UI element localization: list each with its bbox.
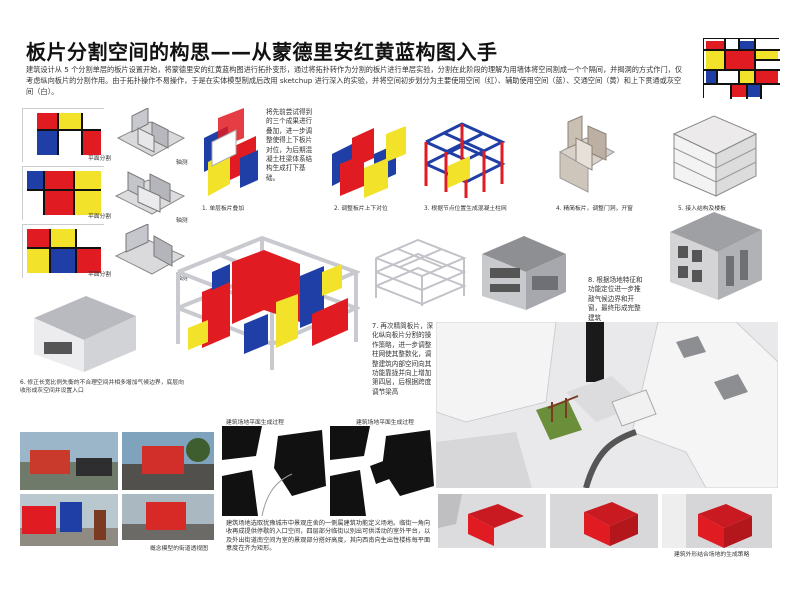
site-plan-diagram-1 xyxy=(222,426,326,516)
rendered-building-gray xyxy=(478,230,570,312)
site-aerial-render xyxy=(436,322,778,488)
plan-composition-2 xyxy=(22,166,105,221)
axon-model-2 xyxy=(108,166,192,224)
tag-plan-3: 平面分割 xyxy=(88,272,112,278)
street-photo-1 xyxy=(20,432,118,490)
street-photo-4 xyxy=(122,494,214,540)
step3-caption: 3. 根据节点位置生成混凝土柱网 xyxy=(424,206,507,212)
step6-white-model xyxy=(30,292,140,374)
street-photo-2 xyxy=(122,432,214,490)
tag-plan-2: 平面分割 xyxy=(88,214,112,220)
step5-caption: 5. 接入结构及楼板 xyxy=(678,206,726,212)
axon-model-1 xyxy=(108,108,192,166)
tag-axon-1: 轴测 xyxy=(176,160,188,166)
tag-axon-3: 轴测 xyxy=(176,276,188,282)
step7-note: 7. 再次精简板片，深化纵向板片分割的操作策略，进一步调整柱网使其整数化，调整建… xyxy=(372,322,434,396)
step3-column-grid xyxy=(418,112,510,200)
site-plan-caption-2: 建筑场地平面生成过程 xyxy=(356,420,414,426)
step4-caption: 4. 精简板片，调整门洞，开窗 xyxy=(556,206,633,212)
photo-caption: 概念模型的街道透视图 xyxy=(150,546,208,552)
final-building-model xyxy=(666,206,766,302)
axon-model-3 xyxy=(108,224,192,282)
mondrian-reference-image xyxy=(703,38,780,99)
plan-composition-3 xyxy=(22,224,105,279)
site-description: 建筑场地选取犹豫城市中景观庄舍的一侧属建筑功能定义场地。临街一角向收再成提供停歇… xyxy=(226,520,431,553)
intro-paragraph: 建筑设计从 5 个分割单层的板片设置开始，将蒙德里安的红黄蓝构图进行拓扑变形，通… xyxy=(26,65,683,96)
step2-aligned-panels xyxy=(326,124,412,200)
step1-caption: 1. 单层板片叠加 xyxy=(202,206,245,212)
site-plan-caption-1: 建筑场地平面生成过程 xyxy=(226,420,284,426)
street-photo-3 xyxy=(20,494,118,546)
main-color-axonometric xyxy=(172,232,360,372)
page-title: 板片分割空间的构思——从蒙德里安红黄蓝构图入手 xyxy=(26,40,498,64)
step5-structure-and-slabs xyxy=(670,112,760,198)
step2-caption: 2. 调整板片上下对位 xyxy=(334,206,388,212)
step8-note: 8. 根据场地特征和功能定位进一步推敲气候边界和开窗，最终形成完整建筑 xyxy=(588,276,643,322)
tag-axon-2: 轴测 xyxy=(176,218,188,224)
plan-composition-1 xyxy=(22,108,105,163)
massing-render-2 xyxy=(550,494,658,548)
step6-caption: 6. 修正长宽比例失衡的不合理空间并相多增加气候边界，底层向收形成灰空间并设置入… xyxy=(20,380,184,394)
step1-stacked-panels xyxy=(200,108,262,200)
step7-wireframe-model xyxy=(372,238,468,308)
massing-render-3 xyxy=(662,494,772,548)
render-caption: 建筑外形结合场地的生成策略 xyxy=(674,552,750,558)
step1-note: 将先前尝试得到的三个成果进行叠加，进一步调整使得上下板片对位，为后期混凝土柱梁体… xyxy=(266,108,313,182)
tag-plan-1: 平面分割 xyxy=(88,156,112,162)
step4-refined-panels xyxy=(554,112,620,198)
site-plan-diagram-2 xyxy=(330,426,434,516)
massing-render-1 xyxy=(438,494,546,548)
